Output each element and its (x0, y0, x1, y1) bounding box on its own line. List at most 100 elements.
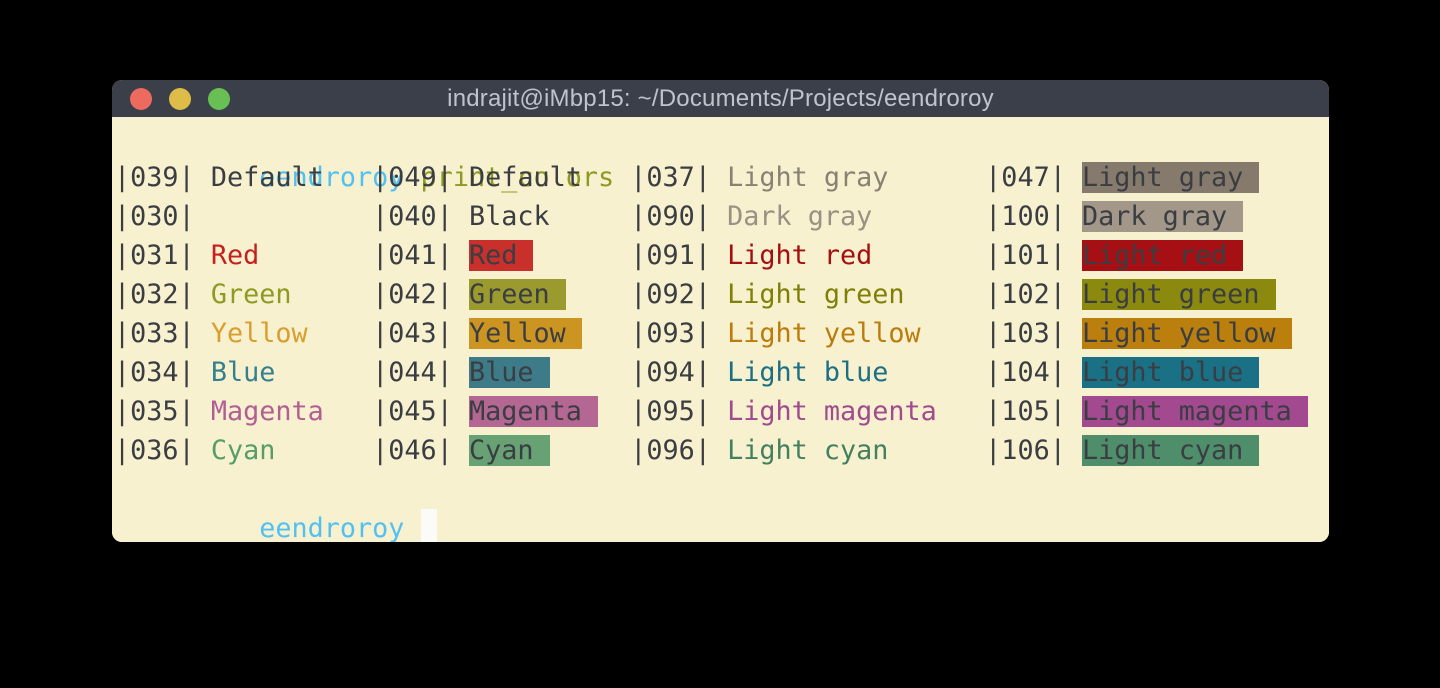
color-label: Cyan (210, 435, 276, 466)
color-row: |035| Magenta|045| Magenta |095| Light m… (114, 392, 1329, 431)
color-label: Cyan (468, 435, 550, 466)
color-label: Magenta (468, 396, 599, 427)
color-code: |103| (985, 318, 1082, 349)
color-cell: |091| Light red (630, 236, 872, 275)
color-code: |090| (630, 201, 728, 232)
color-code: |094| (630, 357, 728, 388)
color-cell: |100| Dark gray (985, 197, 1244, 236)
color-cell: |093| Light yellow (630, 314, 920, 353)
color-cell: |044| Blue (372, 353, 550, 392)
color-cell: |032| Green (114, 275, 291, 314)
close-button[interactable] (130, 87, 152, 110)
color-code: |036| (114, 435, 211, 466)
color-cell: |105| Light magenta (985, 392, 1308, 431)
color-code: |035| (114, 396, 211, 427)
color-cell: |092| Light green (630, 275, 904, 314)
titlebar[interactable]: indrajit@iMbp15: ~/Documents/Projects/ee… (112, 80, 1329, 117)
color-label: Magenta (210, 396, 324, 427)
color-cell: |035| Magenta (114, 392, 324, 431)
color-label: Light gray (727, 162, 889, 193)
color-row: |033| Yellow|043| Yellow |093| Light yel… (114, 314, 1329, 353)
color-code: |047| (985, 162, 1082, 193)
color-label: Light blue (727, 357, 889, 388)
color-code: |043| (372, 318, 469, 349)
color-code: |093| (630, 318, 728, 349)
color-code: |049| (372, 162, 469, 193)
color-cell: |033| Yellow (114, 314, 308, 353)
color-label: Light green (1081, 279, 1276, 310)
color-code: |091| (630, 240, 728, 271)
color-cell: |030| (114, 197, 211, 236)
color-row: |034| Blue|044| Blue |094| Light blue|10… (114, 353, 1329, 392)
color-cell: |049| Default (372, 158, 582, 197)
prompt-command: print_colors (420, 162, 615, 193)
color-label: Green (468, 279, 566, 310)
color-cell: |101| Light red (985, 236, 1244, 275)
color-row: |032| Green|042| Green |092| Light green… (114, 275, 1329, 314)
color-code: |092| (630, 279, 728, 310)
terminal-screen[interactable]: eendroroy print_colors |039| Default |049… (112, 117, 1329, 542)
color-cell: |094| Light blue (630, 353, 888, 392)
color-cell: |034| Blue (114, 353, 275, 392)
color-cell: |104| Light blue (985, 353, 1260, 392)
color-label: Light blue (1081, 357, 1260, 388)
color-code: |100| (985, 201, 1082, 232)
color-label: Light magenta (1081, 396, 1308, 427)
color-label: Red (468, 240, 534, 271)
color-label: Blue (468, 357, 550, 388)
color-cell: |040| Black (372, 197, 549, 236)
color-cell: |041| Red (372, 236, 534, 275)
color-label: Light green (727, 279, 905, 310)
color-code: |106| (985, 435, 1082, 466)
color-cell: |039| Default (114, 158, 324, 197)
color-label: Yellow (210, 318, 308, 349)
color-code: |037| (630, 162, 728, 193)
color-label: Light yellow (727, 318, 921, 349)
color-code: |044| (372, 357, 469, 388)
color-label: Dark gray (727, 201, 873, 232)
color-label: Black (468, 201, 550, 232)
color-label: Light magenta (727, 396, 937, 427)
prompt-user: eendroroy (259, 513, 405, 542)
color-cell: |036| Cyan (114, 431, 275, 470)
color-cell: |042| Green (372, 275, 566, 314)
color-label: Light cyan (1081, 435, 1260, 466)
color-code: |042| (372, 279, 469, 310)
color-code: |096| (630, 435, 728, 466)
color-code: |040| (372, 201, 469, 232)
color-label: Light red (727, 240, 873, 271)
color-row: |036| Cyan|046| Cyan |096| Light cyan|10… (114, 431, 1329, 470)
color-code: |032| (114, 279, 211, 310)
color-cell: |096| Light cyan (630, 431, 888, 470)
color-label: Light red (1081, 240, 1244, 271)
color-cell: |103| Light yellow (985, 314, 1292, 353)
color-label: Yellow (468, 318, 582, 349)
color-cell: |045| Magenta (372, 392, 599, 431)
window-title: indrajit@iMbp15: ~/Documents/Projects/ee… (447, 84, 994, 112)
color-code: |031| (114, 240, 211, 271)
color-cell: |031| Red (114, 236, 259, 275)
color-cell: |090| Dark gray (630, 197, 872, 236)
color-code: |095| (630, 396, 728, 427)
cursor-block (420, 509, 437, 542)
zoom-button[interactable] (208, 87, 230, 110)
color-code: |030| (114, 201, 211, 232)
color-code: |034| (114, 357, 211, 388)
color-label: Default (468, 162, 582, 193)
minimize-button[interactable] (169, 87, 191, 110)
color-label: Dark gray (1081, 201, 1244, 232)
color-code: |102| (985, 279, 1082, 310)
color-row: |039| Default |049| Default |037| Light gr… (114, 158, 1329, 197)
traffic-lights (130, 80, 230, 117)
color-label: Red (210, 240, 260, 271)
terminal-window: indrajit@iMbp15: ~/Documents/Projects/ee… (112, 80, 1329, 542)
color-label: Default (210, 162, 324, 193)
color-cell: |047| Light gray (985, 158, 1260, 197)
color-code: |046| (372, 435, 469, 466)
color-cell: |095| Light magenta (630, 392, 937, 431)
color-label: Blue (210, 357, 276, 388)
prompt-user: eendroroy (259, 162, 405, 193)
color-code: |033| (114, 318, 211, 349)
color-code: |104| (985, 357, 1082, 388)
color-code: |105| (985, 396, 1082, 427)
